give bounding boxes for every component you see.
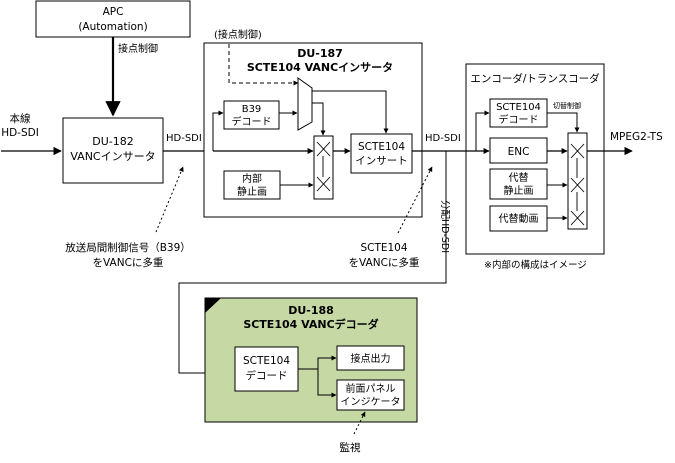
internal-still-line2: 静止画 xyxy=(237,185,267,198)
internal-still-line1: 内部 xyxy=(242,172,262,185)
hdsdi-label-2: HD-SDI xyxy=(425,133,461,144)
contact-output-box: 接点出力 xyxy=(336,345,405,371)
du188-corner-mark xyxy=(205,298,221,313)
alt-still-line1: 代替 xyxy=(509,171,529,184)
decode-to-switch xyxy=(547,112,580,133)
apc-box: APC (Automation) xyxy=(35,0,191,38)
switch-control-label: 切替制御 xyxy=(553,101,581,110)
decode-to-contact-output xyxy=(298,355,337,370)
scte104-decode-188-line2: デコード xyxy=(246,369,288,382)
du188-title: DU-188 xyxy=(288,304,334,317)
du187-subtitle: SCTE104 VANCインサータ xyxy=(247,61,393,74)
alt-video-box: 代替動画 xyxy=(489,205,548,232)
enc-label: ENC xyxy=(508,146,530,158)
b39-decode-label: デコード xyxy=(232,115,272,128)
du187-switch xyxy=(313,135,334,200)
scte104-decode-enc-line1: SCTE104 xyxy=(496,102,541,113)
distribution-line xyxy=(178,151,447,376)
scte104-decode-enc-box: SCTE104 デコード xyxy=(489,98,548,128)
annotation-scte-line2: をVANCに多重 xyxy=(349,256,420,269)
selector-to-insert xyxy=(312,90,389,134)
b39-label: B39 xyxy=(242,104,262,115)
scte104-decode-188-line1: SCTE104 xyxy=(243,355,290,367)
alt-still-box: 代替 静止画 xyxy=(489,168,548,200)
selector-trapezoid xyxy=(297,77,313,131)
b39-decode-box: B39 デコード xyxy=(223,100,280,130)
dashed-control-arrow xyxy=(228,44,299,86)
split-to-b39 xyxy=(212,110,224,151)
contact-output-label: 接点出力 xyxy=(351,352,391,365)
output-label: MPEG2-TS xyxy=(610,131,663,143)
distribution-label: 分配HD-SDI xyxy=(439,200,450,253)
enc-box: ENC xyxy=(489,137,548,164)
input-label-line1: 本線 xyxy=(10,112,31,125)
front-panel-line2: インジケータ xyxy=(341,396,401,408)
selector-to-switch xyxy=(312,102,326,136)
annotation-b39-line1: 放送局間制御信号（B39） xyxy=(65,241,191,254)
alt-still-line2: 静止画 xyxy=(504,184,534,197)
du182-box: DU-182 VANCインサータ xyxy=(62,117,164,184)
encoder-switch xyxy=(567,132,588,230)
alt-video-label: 代替動画 xyxy=(499,212,539,225)
du182-title: DU-182 xyxy=(92,135,134,148)
contact-control-paren-label: (接点制御) xyxy=(214,28,262,41)
scte104-decode-188-box: SCTE104 デコード xyxy=(234,346,299,392)
internal-still-box: 内部 静止画 xyxy=(223,170,281,200)
scte104-insert-line1: SCTE104 xyxy=(358,141,405,153)
contact-control-label: 接点制御 xyxy=(118,42,158,55)
du188-subtitle: SCTE104 VANCデコーダ xyxy=(243,317,378,331)
hdsdi-label-1: HD-SDI xyxy=(166,133,202,144)
decode-to-front-panel xyxy=(317,369,337,398)
scte-annotation-arrow xyxy=(397,166,433,234)
annotation-b39-line2: をVANCに多重 xyxy=(93,256,164,269)
apc-subtitle: (Automation) xyxy=(78,21,147,33)
du187-title: DU-187 xyxy=(297,47,343,60)
internal-note: ※内部の構成はイメージ xyxy=(484,259,587,271)
scte104-insert-line2: インサート xyxy=(355,155,408,167)
front-panel-line1: 前面パネル xyxy=(346,382,396,395)
annotation-scte-line1: SCTE104 xyxy=(360,242,407,254)
scte104-insert-box: SCTE104 インサート xyxy=(350,133,413,174)
monitor-label: 監視 xyxy=(340,441,361,454)
apc-title: APC xyxy=(103,6,124,18)
b39-annotation-arrow xyxy=(155,166,184,233)
du182-subtitle: VANCインサータ xyxy=(70,150,155,163)
input-label-line2: HD-SDI xyxy=(1,127,39,139)
scte104-decode-enc-line2: デコード xyxy=(499,113,539,126)
front-panel-box: 前面パネル インジケータ xyxy=(336,379,405,411)
encoder-title: エンコーダ/トランスコーダ xyxy=(470,72,600,85)
